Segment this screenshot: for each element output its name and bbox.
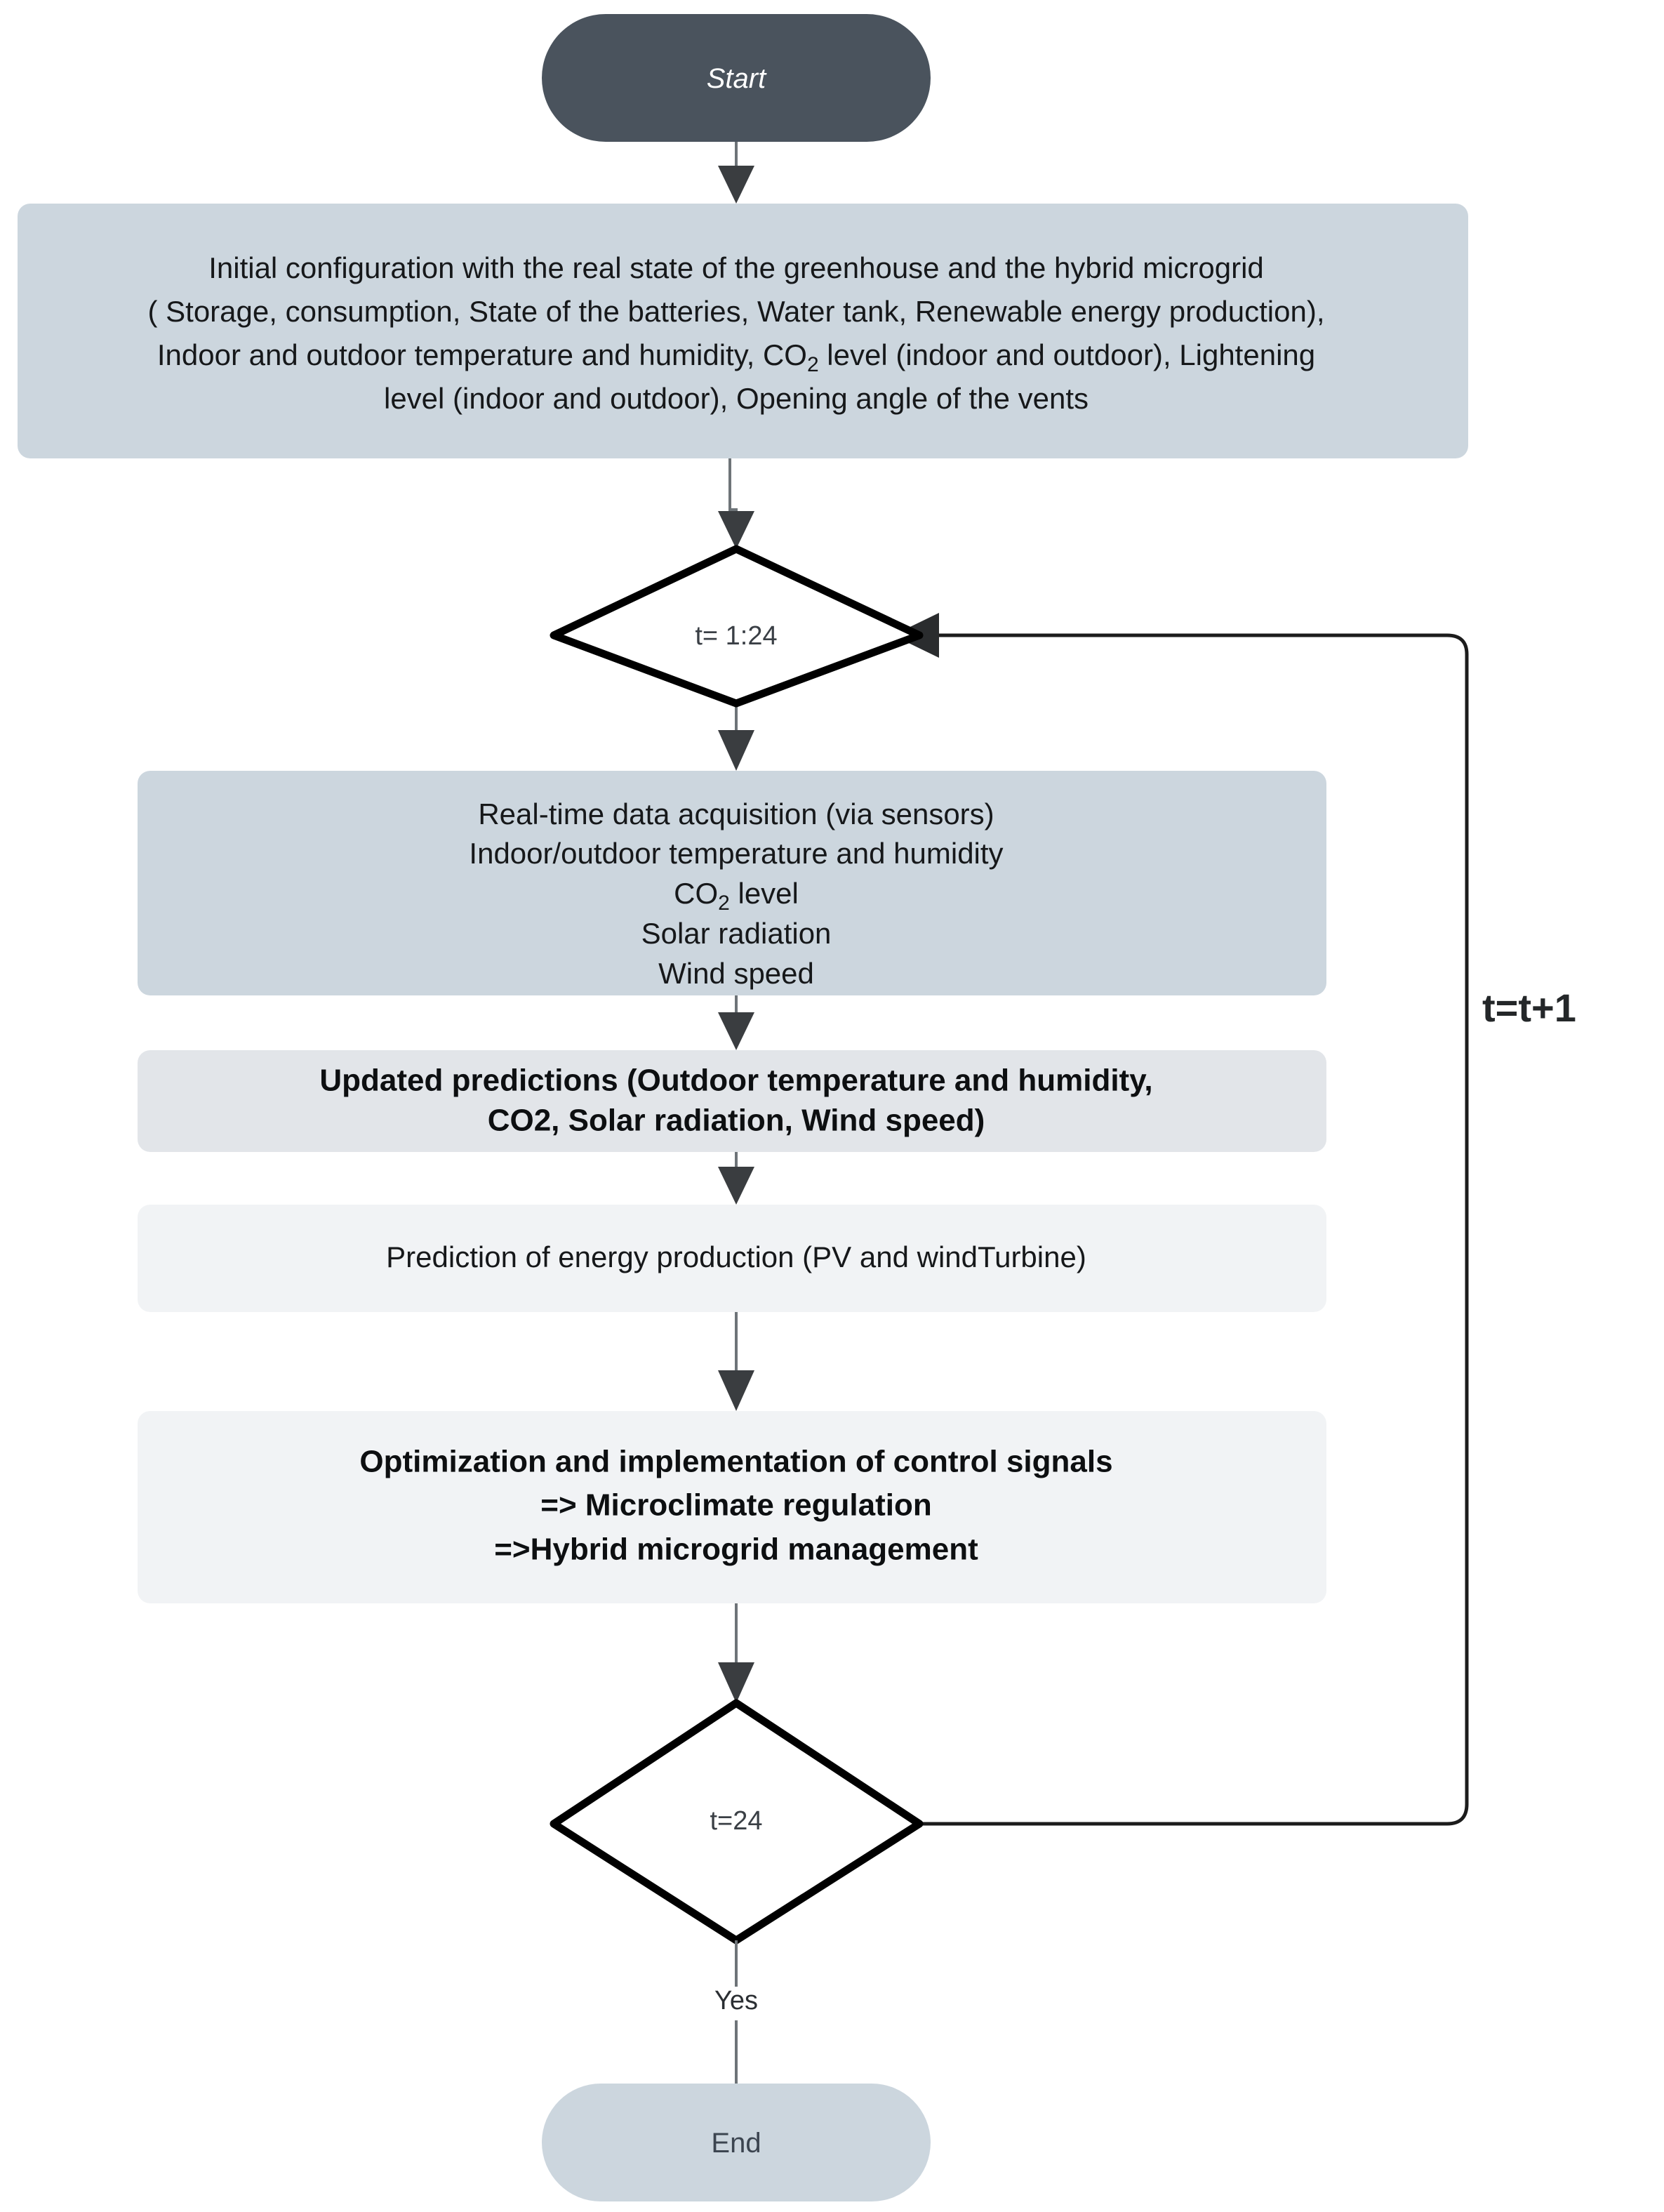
predictions-line-1: Updated predictions (Outdoor temperature… [319,1064,1152,1098]
connector-start-to-config [718,140,754,204]
optimization-line-3: =>Hybrid microgrid management [494,1532,978,1567]
config-line-1: Initial configuration with the real stat… [208,251,1264,284]
loop-decision-label: t= 1:24 [695,621,777,651]
node-start[interactable]: Start [542,14,931,142]
acquisition-line-5: Wind speed [658,957,814,990]
connector-predictions-to-energy [718,1152,754,1205]
node-optimization[interactable]: Optimization and implementation of contr… [138,1411,1326,1603]
connector-end-decision-to-end: Yes [714,1940,758,2085]
node-start-label: Start [707,63,767,94]
connector-config-to-loop-decision [718,458,754,549]
node-end[interactable]: End [542,2084,931,2201]
connector-loop-decision-to-acquisition [718,703,754,771]
config-line-3: Indoor and outdoor temperature and humid… [157,338,1315,376]
energy-prediction-line-1: Prediction of energy production (PV and … [386,1240,1086,1273]
node-end-decision[interactable]: t=24 [550,1699,924,1945]
acquisition-line-3: CO2 level [674,877,799,915]
end-decision-label: t=24 [710,1806,762,1836]
node-energy-prediction[interactable]: Prediction of energy production (PV and … [138,1205,1326,1312]
predictions-line-2: CO2, Solar radiation, Wind speed) [488,1104,985,1138]
node-loop-decision[interactable]: t= 1:24 [550,545,924,708]
node-end-label: End [711,2128,761,2159]
connector-energy-to-optimization [718,1312,754,1411]
optimization-line-1: Optimization and implementation of contr… [359,1445,1112,1479]
node-updated-predictions[interactable]: Updated predictions (Outdoor temperature… [138,1050,1326,1152]
connector-acquisition-to-predictions [718,995,754,1050]
connector-optimization-to-end-decision [718,1603,754,1703]
acquisition-line-4: Solar radiation [641,917,832,950]
acquisition-line-1: Real-time data acquisition (via sensors) [478,797,994,830]
loop-increment-label: t=t+1 [1482,986,1576,1030]
yes-edge-label: Yes [714,1986,758,2015]
config-line-4: level (indoor and outdoor), Opening angl… [384,382,1089,415]
acquisition-line-2: Indoor/outdoor temperature and humidity [469,837,1003,870]
optimization-line-2: => Microclimate regulation [540,1488,932,1523]
node-initial-configuration[interactable]: Initial configuration with the real stat… [18,204,1468,458]
config-line-2: ( Storage, consumption, State of the bat… [147,295,1324,328]
node-data-acquisition[interactable]: Real-time data acquisition (via sensors)… [138,771,1326,995]
